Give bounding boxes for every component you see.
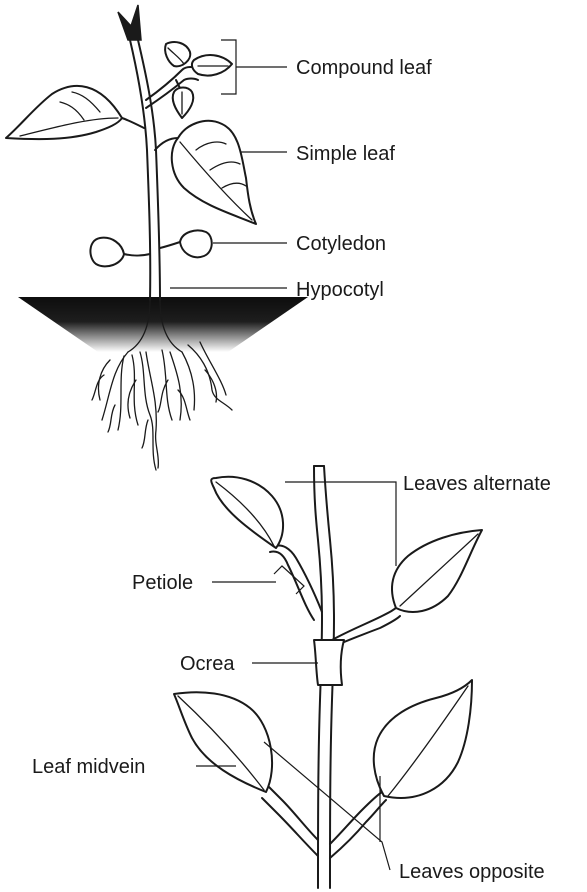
leaves-opposite-label: Leaves opposite — [399, 861, 545, 883]
compound-leaf-label: Compound leaf — [296, 57, 432, 79]
leaf-midvein-label: Leaf midvein — [32, 756, 145, 778]
stem-illustration — [174, 466, 482, 888]
ocrea-label: Ocrea — [180, 653, 235, 675]
upper-right-branch — [330, 530, 482, 648]
seedling-illustration — [6, 5, 308, 470]
leaves-alternate-label: Leaves alternate — [403, 473, 551, 495]
leaves-alternate-leader — [285, 482, 396, 566]
lower-right-leaf-branch — [330, 680, 472, 858]
lower-left-leaf-branch — [174, 692, 318, 856]
terminal-bud — [118, 5, 141, 40]
simple-leaf-label: Simple leaf — [296, 143, 395, 165]
main-stem — [130, 40, 160, 300]
petiole-label: Petiole — [132, 572, 193, 594]
upper-left-branch — [211, 477, 322, 620]
bottom-leader-lines — [196, 482, 396, 870]
leaves-opposite-leader-left — [264, 742, 390, 870]
right-simple-leaf-drawing — [155, 121, 256, 224]
left-simple-leaf-drawing — [6, 86, 144, 139]
hypocotyl-label: Hypocotyl — [296, 279, 384, 301]
cotyledon-label: Cotyledon — [296, 233, 386, 255]
compound-leaf-drawing — [146, 42, 232, 118]
ocrea-drawing — [314, 640, 344, 685]
petiole-bracket — [274, 566, 304, 594]
